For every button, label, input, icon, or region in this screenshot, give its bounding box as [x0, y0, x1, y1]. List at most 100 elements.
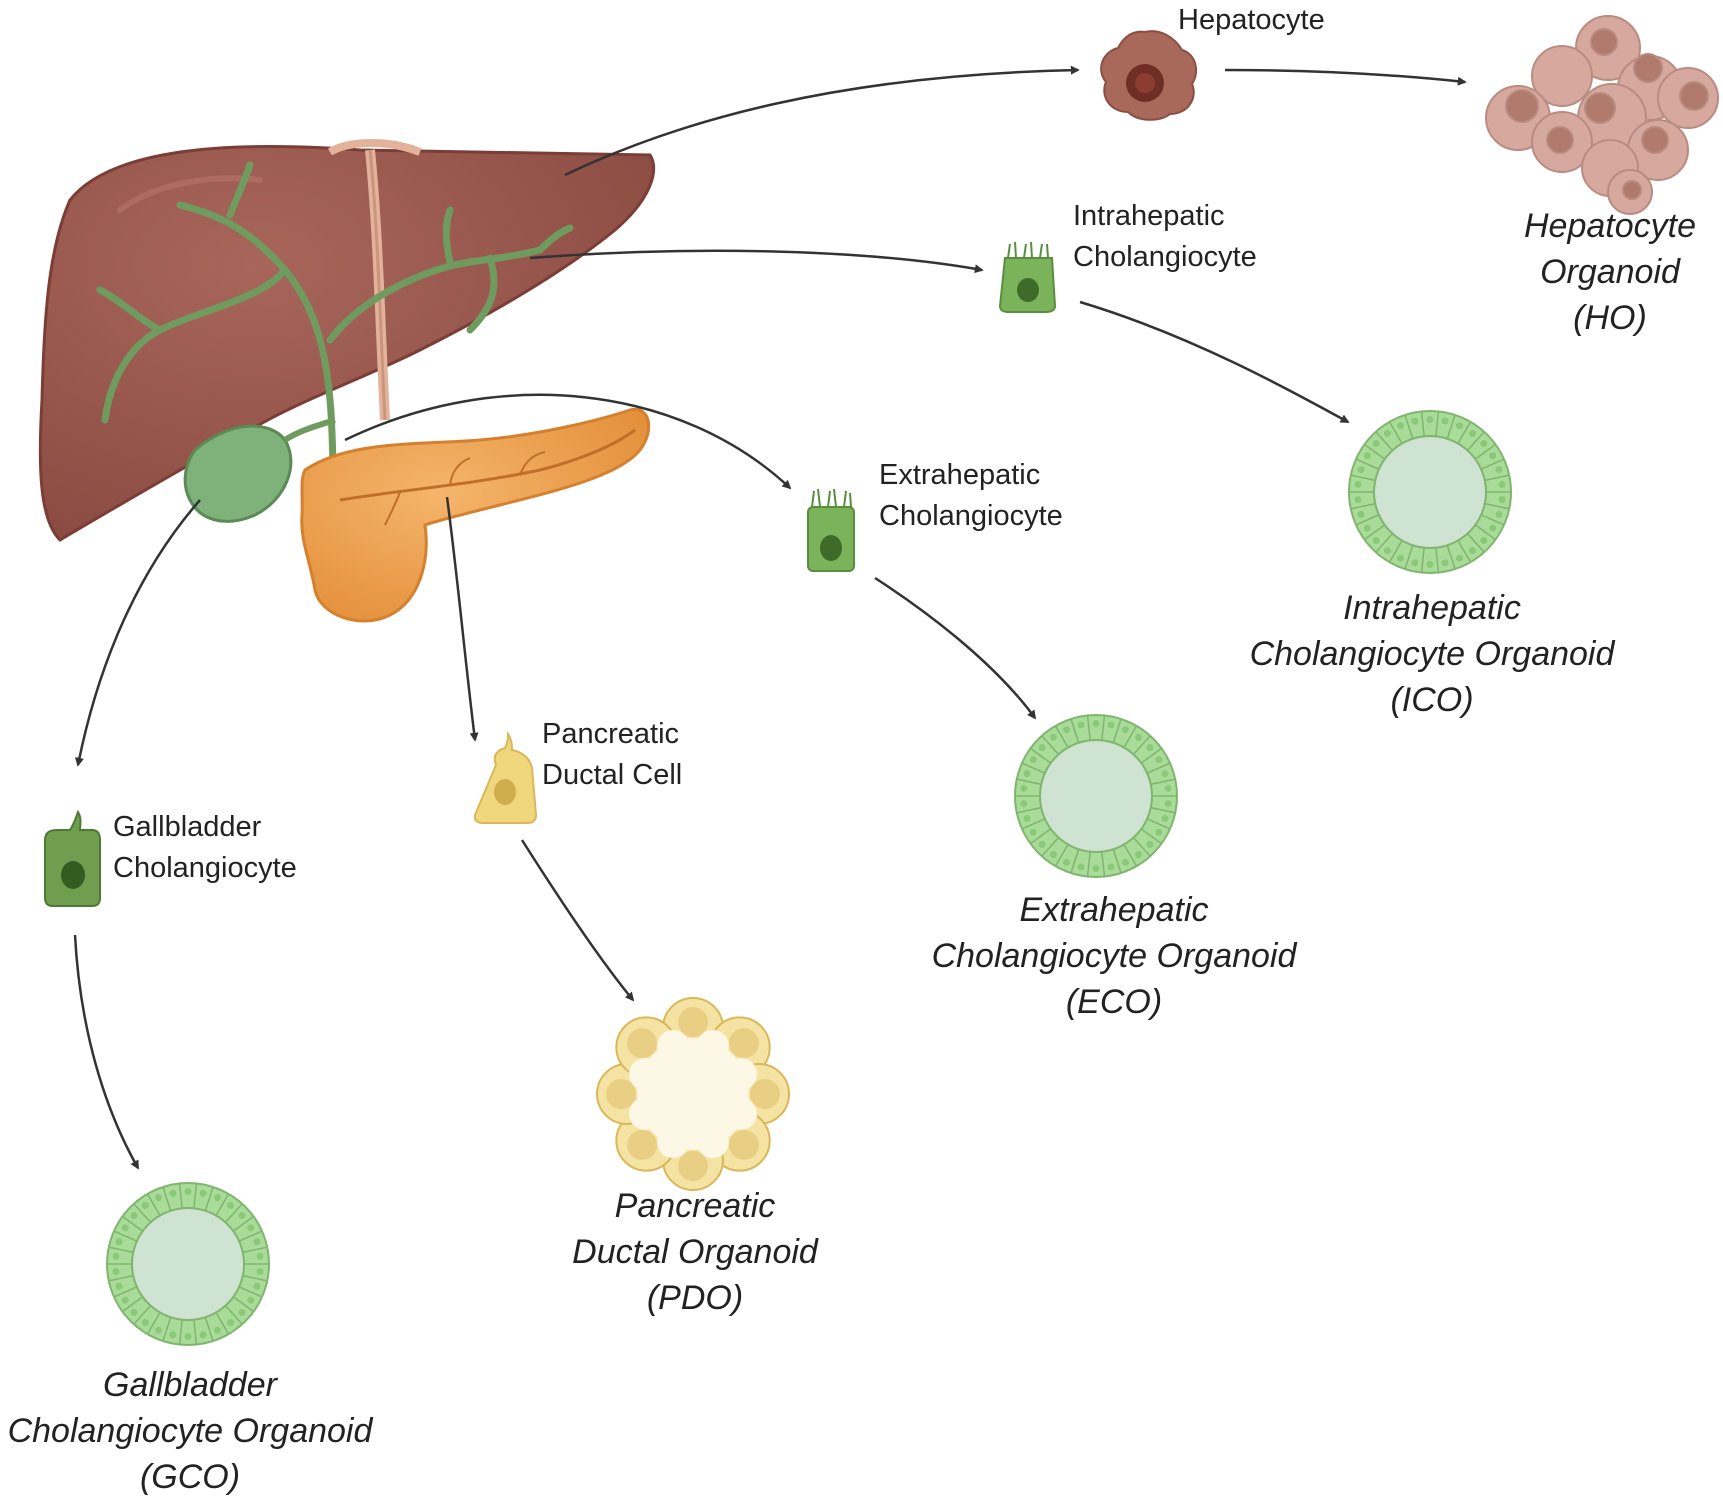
pdo-lumen-lobe: [696, 1029, 729, 1062]
intrahepatic-cholangiocyte-label: Intrahepatic Cholangiocyte: [1073, 196, 1257, 278]
organoid-nucleus: [1480, 537, 1488, 545]
organoid-nucleus: [253, 1238, 261, 1246]
organoid-nucleus: [1372, 537, 1380, 545]
organoid-nucleus: [1426, 561, 1434, 568]
organoid-nucleus: [1038, 743, 1046, 751]
arrows: [73, 65, 1467, 1170]
organoid-cell-border: [224, 1203, 243, 1223]
organoid-cell-border: [232, 1296, 254, 1313]
organoid-cell-border: [238, 1230, 263, 1242]
organoid-nucleus: [1363, 524, 1371, 532]
organoid-nucleus: [213, 1326, 221, 1334]
organoid-nucleus: [238, 1211, 246, 1219]
intrahepatic-label-line1: Intrahepatic: [1073, 200, 1225, 232]
organoid-cell-border: [1150, 778, 1176, 786]
organoid-nucleus: [1092, 720, 1100, 727]
organoid-cell-border: [242, 1246, 268, 1254]
organoid-cell-border: [1466, 533, 1485, 553]
gco-label-line3: (GCO): [139, 1458, 241, 1496]
organoid-cell-border: [1404, 545, 1414, 570]
gallbladder-label-line2: Cholangiocyte: [113, 852, 297, 884]
extrahepatic-label-line1: Extrahepatic: [879, 459, 1041, 491]
organoid-nucleus: [130, 1309, 138, 1317]
organoid-cell-border: [1016, 778, 1042, 786]
ho-label: Hepatocyte Organoid (HO): [1500, 203, 1720, 341]
organoid-cell-border: [1016, 806, 1042, 814]
organoid-nucleus: [1363, 452, 1371, 460]
organoid-nucleus: [199, 1331, 207, 1339]
pancreatic-ductal-cell: [473, 730, 538, 824]
organoid-nucleus: [256, 1268, 264, 1276]
organoid-nucleus: [1092, 865, 1100, 872]
organoid-nucleus: [1397, 422, 1405, 430]
pdo-nucleus: [750, 1079, 780, 1109]
organoid-cell-border: [146, 1193, 161, 1216]
organoid-nucleus: [1372, 439, 1380, 447]
ico-label-line2: Cholangiocyte Organoid: [1249, 635, 1615, 673]
pdo-nucleus: [728, 1028, 759, 1059]
organoid-nucleus: [141, 1319, 149, 1327]
organoid-cell-border: [1420, 547, 1425, 573]
organoid-cell-border: [1054, 725, 1069, 748]
organoid-nucleus: [1455, 554, 1463, 562]
organoid-cell-border: [242, 1274, 268, 1282]
hepatocyte-label: Hepatocyte: [1178, 0, 1325, 41]
organoid-nucleus: [1155, 828, 1163, 836]
organoid-nucleus: [1480, 439, 1488, 447]
organoid-nucleus: [1077, 721, 1085, 729]
organoid-nucleus: [115, 1238, 123, 1246]
organoid-nucleus: [1063, 858, 1071, 866]
organoid-cell-border: [1101, 715, 1106, 741]
organoid-cell-border: [1350, 502, 1376, 510]
organoid-nucleus: [253, 1282, 261, 1290]
organoid-cell-border: [1388, 540, 1403, 563]
organoid-nucleus: [1426, 416, 1434, 423]
organoid-cell-border: [146, 1312, 161, 1335]
organoid-cell-border: [113, 1230, 138, 1242]
organoid-nucleus: [1383, 547, 1391, 555]
organoid-nucleus: [1489, 524, 1497, 532]
organoid-nucleus: [1354, 480, 1362, 488]
organoid-nucleus: [213, 1194, 221, 1202]
organoid-nucleus: [1441, 417, 1449, 425]
gco-label: Gallbladder Cholangiocyte Organoid (GCO): [0, 1362, 380, 1500]
organoid-nucleus: [1161, 770, 1169, 778]
pdo-lumen-lobe: [657, 1126, 690, 1159]
organoid-cell-border: [113, 1286, 138, 1298]
arrow-duct-to-extrahepatic: [344, 393, 792, 490]
organoid-nucleus: [1029, 756, 1037, 764]
organoid-cell-border: [1101, 851, 1106, 877]
organoid-cell-border: [1480, 458, 1505, 470]
arrow-gallbladder-to-gallcell: [75, 499, 201, 767]
organoid-nucleus: [1498, 496, 1506, 504]
eco-label-line3: (ECO): [1065, 983, 1163, 1021]
organoid-nucleus: [155, 1326, 163, 1334]
extrahepatic-cholangiocyte-cell: [807, 488, 855, 572]
organoid-nucleus: [130, 1211, 138, 1219]
organoid-nucleus: [1029, 828, 1037, 836]
organoid-nucleus: [247, 1296, 255, 1304]
organoid-nucleus: [1020, 784, 1028, 792]
pdo-label-line2: Ductal Organoid: [572, 1233, 818, 1271]
organoid-cell-border: [1355, 514, 1380, 526]
pdo-nucleus: [627, 1129, 658, 1160]
organoid-cell-border: [1457, 540, 1472, 563]
eco-label-line2: Cholangiocyte Organoid: [931, 937, 1297, 975]
organoid-nucleus: [141, 1201, 149, 1209]
hepatocyte-organoid: [1485, 15, 1719, 215]
pancreas-illustration: [300, 407, 651, 623]
pdo-lumen-lobe: [628, 1097, 661, 1130]
organoid-lumen: [1373, 435, 1487, 549]
organoid-cell-border: [1146, 818, 1171, 830]
organoid-nucleus: [1469, 547, 1477, 555]
organoid-nucleus: [1077, 863, 1085, 871]
pdo-lumen: [637, 1038, 749, 1150]
organoid-cell-border: [1041, 837, 1060, 857]
pdo-nucleus: [728, 1129, 759, 1160]
organoid-cell-border: [1150, 806, 1176, 814]
organoid-cell-border: [1086, 715, 1091, 741]
organoid-nucleus: [1357, 510, 1365, 518]
ho-label-line3: (HO): [1573, 299, 1647, 337]
ho-label-line1: Hepatocyte: [1524, 207, 1696, 245]
organoid-nucleus: [1155, 756, 1163, 764]
